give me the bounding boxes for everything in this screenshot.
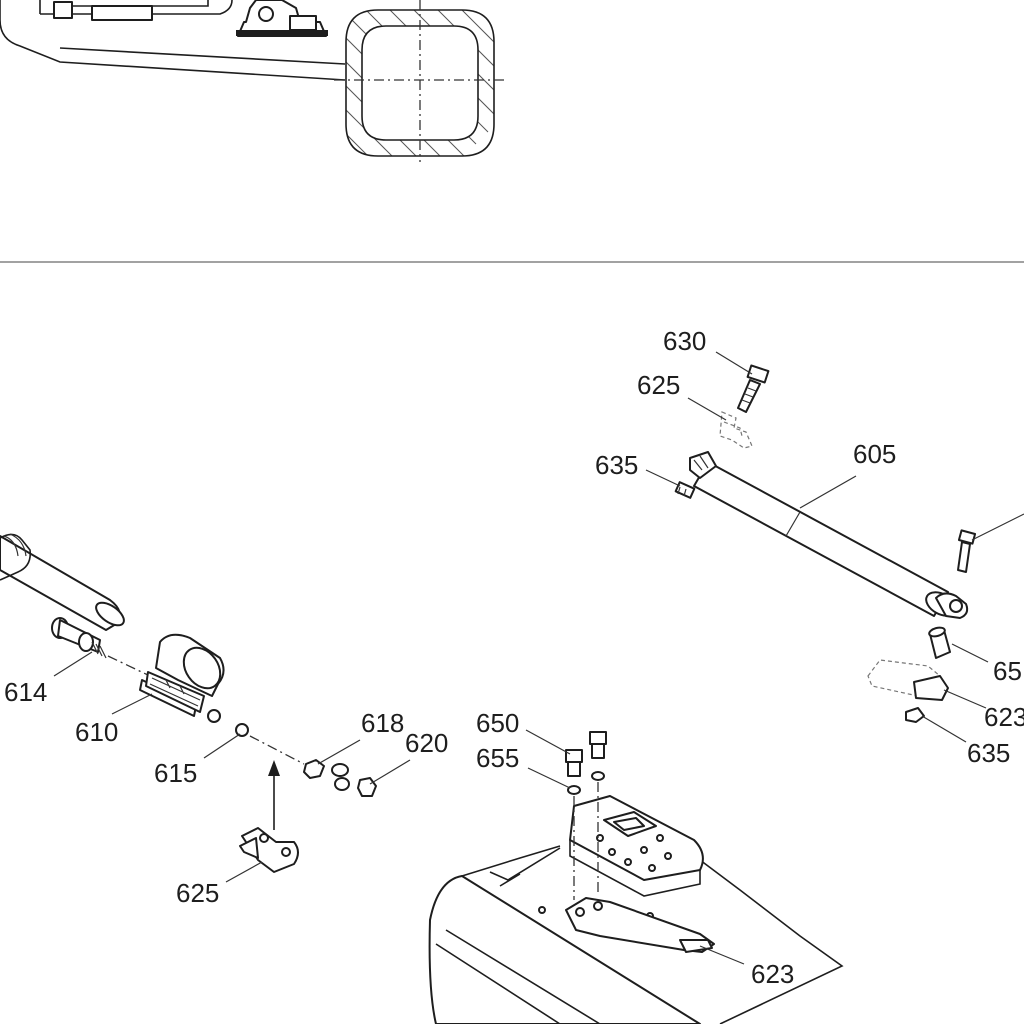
nut-620 (331, 763, 377, 797)
callout-625-top: 625 (637, 370, 680, 400)
washer-615 (207, 709, 249, 737)
bracket-625-bottom (239, 827, 299, 873)
bushing-650-right (928, 626, 951, 659)
plate-623-right (867, 659, 949, 701)
callout-605: 605 (853, 439, 896, 469)
nut-635-right (905, 707, 925, 723)
callout-615: 615 (154, 758, 197, 788)
callout-618: 618 (361, 708, 404, 738)
bolt-614 (51, 617, 107, 659)
callout-650: 650 (476, 708, 519, 738)
frame-bottom (428, 845, 844, 1024)
fitting-635-top (674, 481, 696, 499)
callout-650-right: 65 (993, 656, 1022, 686)
callout-625-bottom: 625 (176, 878, 219, 908)
bolts-650 (565, 731, 607, 777)
callout-630: 630 (663, 326, 706, 356)
washers-655 (567, 771, 605, 795)
callout-655: 655 (476, 743, 519, 773)
callout-635-right: 635 (967, 738, 1010, 768)
callout-620: 620 (405, 728, 448, 758)
callout-614: 614 (4, 677, 47, 707)
plate-623-bottom (565, 897, 715, 953)
cylinder-605 (689, 451, 969, 619)
arrow-up (268, 760, 280, 830)
mount-plate (569, 795, 704, 897)
bolt-right (957, 529, 977, 573)
callout-610: 610 (75, 717, 118, 747)
leader-lines (53, 351, 1024, 965)
clamp-610 (139, 633, 225, 717)
cross-section-detail (0, 0, 508, 162)
callout-623-right: 623 (984, 702, 1024, 732)
callout-623-bottom: 623 (751, 959, 794, 989)
bracket-625-top (719, 411, 753, 449)
callout-635-top: 635 (595, 450, 638, 480)
nut-618 (303, 759, 325, 779)
bolt-630 (737, 364, 770, 413)
tube-left (0, 533, 125, 631)
